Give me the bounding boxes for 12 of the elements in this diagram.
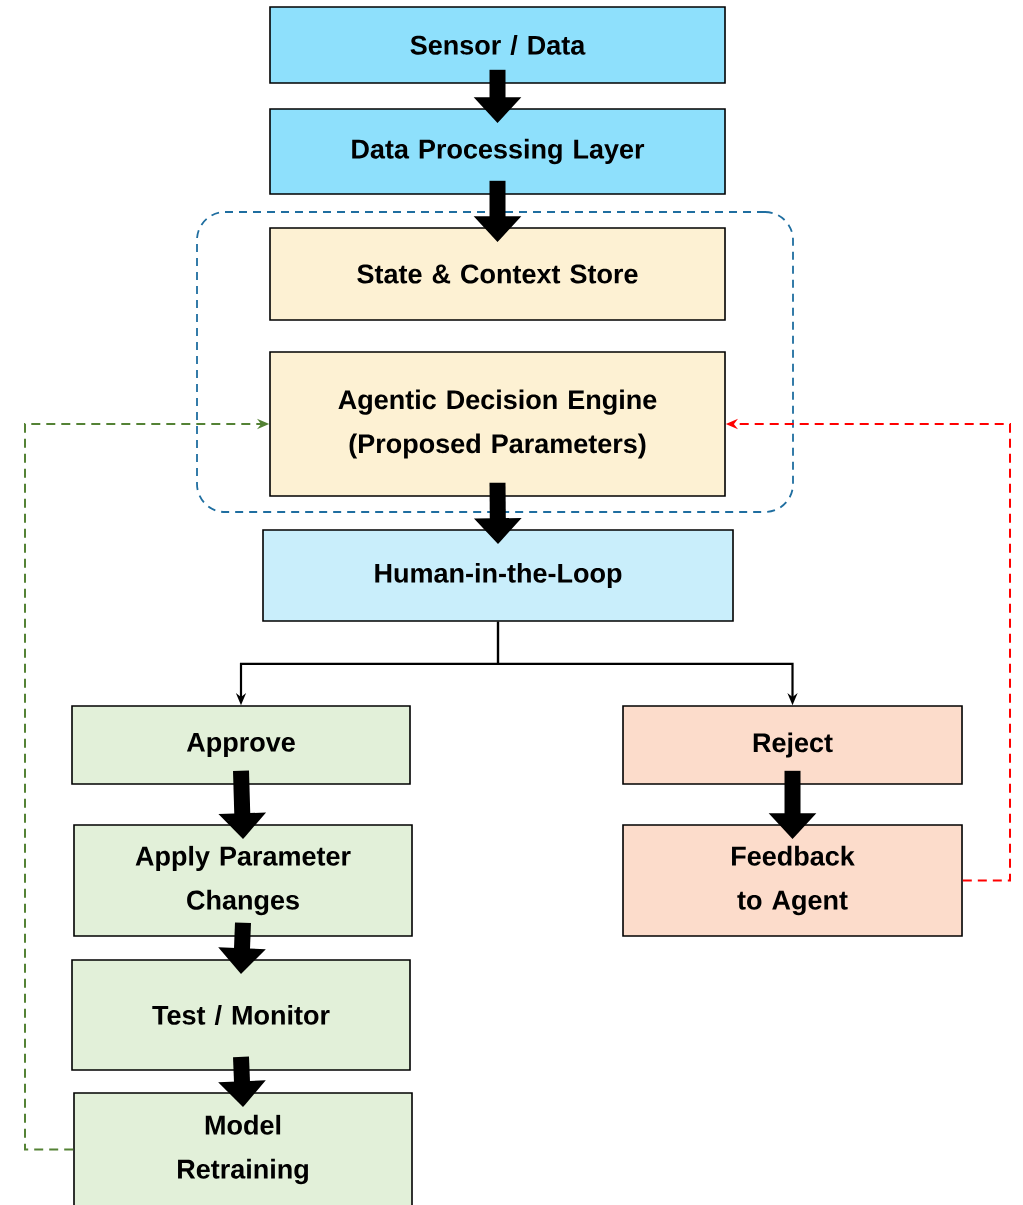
process-box: Feedback to Agent [622,824,963,937]
process-box: State & Context Store [269,227,726,321]
process-box: Data Processing Layer [269,108,726,195]
process-box: Model Retraining [73,1092,413,1205]
process-box: Test / Monitor [71,959,411,1071]
process-box: Reject [622,705,963,785]
process-box: Apply Parameter Changes [73,824,413,937]
process-box: Approve [71,705,411,785]
process-box: Sensor / Data [269,6,726,84]
group-outline [196,211,794,513]
process-box: Human-in-the-Loop [262,529,734,622]
process-box: Agentic Decision Engine (Proposed Parameters) [269,351,726,497]
